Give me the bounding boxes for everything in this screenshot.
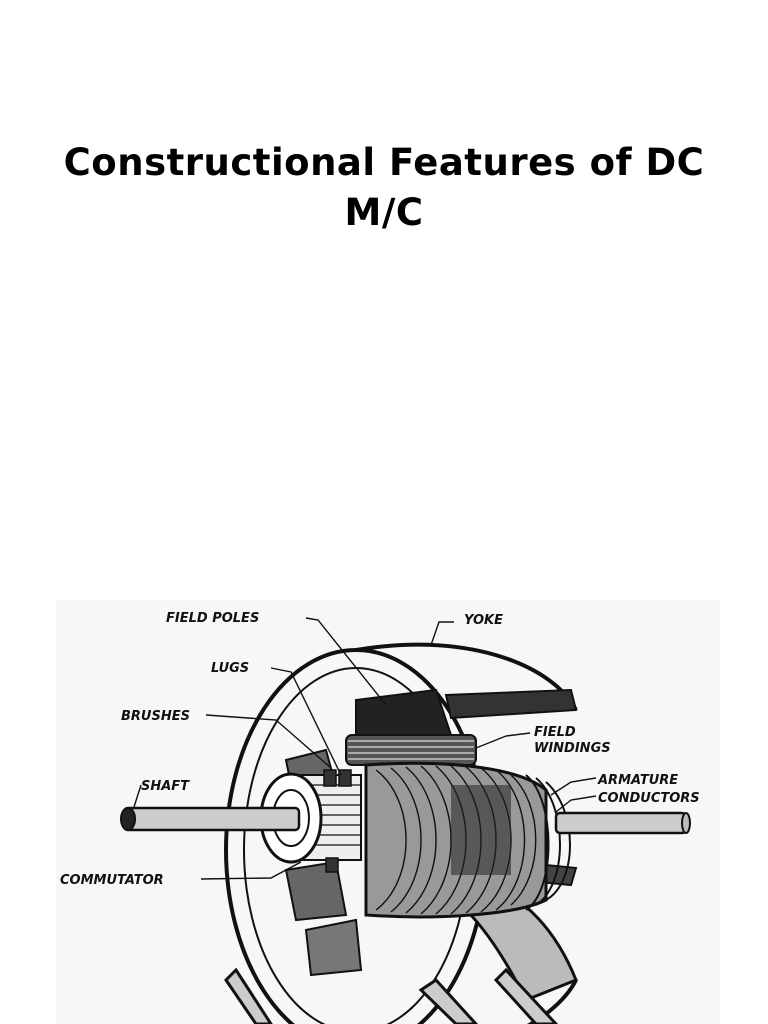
leader-lines <box>133 617 597 880</box>
label-field-windings-1: FIELD <box>534 725 576 740</box>
machine-base <box>224 967 559 1024</box>
label-commutator: COMMUTATOR <box>60 873 164 888</box>
slide-title: Constructional Features of DC M/C <box>63 141 705 234</box>
label-armature-2: CONDUCTORS <box>598 791 700 806</box>
label-armature-1: ARMATURE <box>597 773 678 788</box>
label-yoke: YOKE <box>464 613 503 628</box>
brushes <box>323 769 352 873</box>
dc-machine-diagram: FIELD POLES YOKE LUGS BRUSHES FIELD WIND… <box>56 600 720 1024</box>
armature-conductors <box>525 774 571 911</box>
label-lugs: LUGS <box>211 661 249 676</box>
shaft <box>120 806 691 835</box>
label-brushes: BRUSHES <box>121 709 190 724</box>
yoke-top-plate <box>444 688 578 720</box>
armature-core <box>364 761 548 919</box>
label-shaft: SHAFT <box>141 779 190 794</box>
label-field-poles: FIELD POLES <box>166 611 259 626</box>
label-field-windings-2: WINDINGS <box>534 741 611 756</box>
